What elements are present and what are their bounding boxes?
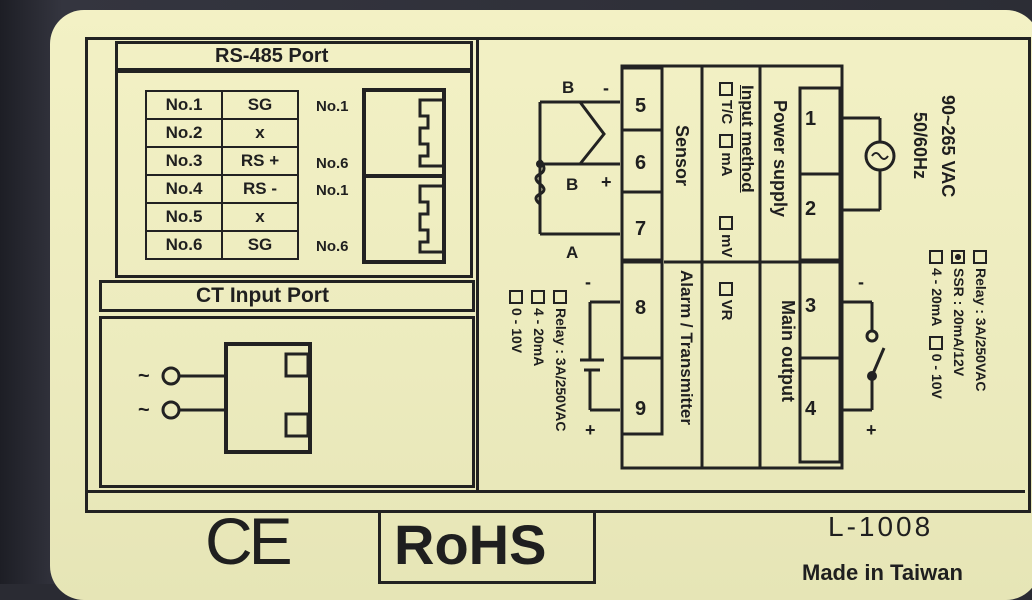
terminal-number: 7 [635,218,647,240]
input-method-label: Input method [738,85,757,193]
ct-tilde: ~ [138,365,150,387]
rohs-box [378,510,596,584]
alarm-label: Alarm / Transmitter [677,270,696,425]
terminal-number: 3 [805,295,817,317]
jack-label: No.1 [316,98,349,115]
rs485-sig-cell: SG [221,90,299,120]
main-output-label: Main output [778,300,798,402]
jack-label: No.1 [316,182,349,199]
output-plus: + [866,420,877,440]
sensor-b-top: B [562,78,575,97]
vr-checkbox: VR [718,281,735,321]
rj45-jack-icon [362,88,446,264]
rs485-no-cell: No.5 [145,202,223,232]
alarm-voltage-option: 0 - 10V [506,290,528,431]
ssr-option: SSR : 20mA/12V [948,250,970,399]
wiring-diagram [534,64,896,470]
terminal-number: 5 [635,95,647,117]
ma-checkbox: mA [718,134,735,176]
terminal-number: 1 [805,108,817,130]
rs485-no-cell: No.4 [145,174,223,204]
sensor-b-mid: B [566,175,579,194]
terminal-number: 2 [805,198,817,220]
rs485-no-cell: No.6 [145,230,223,260]
alarm-plus: + [585,420,596,440]
alarm-options: Relay : 3A/250VAC 4 - 20mA 0 - 10V [506,290,572,431]
rs485-sig-cell: RS - [221,174,299,204]
voltage-label: 90~265 VAC [938,95,958,198]
alarm-current-option: 4 - 20mA [528,290,550,431]
rs485-sig-cell: x [221,202,299,232]
rs485-sig-cell: RS + [221,146,299,176]
jack-label: No.6 [316,238,349,255]
sensor-plus: + [601,172,612,192]
rs485-title-box [115,41,473,71]
sensor-a: A [566,243,579,262]
rs485-no-cell: No.2 [145,118,223,148]
input-method-options: T/C mA mV VR [718,82,735,321]
terminal-number: 9 [635,398,647,420]
terminal-number: 6 [635,152,647,174]
terminal-number: 8 [635,297,647,319]
ct-tilde: ~ [138,399,150,421]
ct-connector-icon [161,342,312,454]
origin-text: Made in Taiwan [802,560,963,585]
ct-title-box [99,280,475,312]
alarm-relay-option: Relay : 3A/250VAC [550,290,572,431]
rs485-title: RS-485 Port [215,45,329,67]
rohs-mark: RoHS [394,513,547,576]
tc-checkbox: T/C [718,82,735,124]
sensor-minus: - [603,78,609,98]
rs485-sig-cell: x [221,118,299,148]
mv-checkbox: mV [718,216,735,257]
current-option: 4 - 20mA 0 - 10V [926,250,948,399]
rs485-no-cell: No.3 [145,146,223,176]
output-minus: - [858,272,864,292]
rs485-sig-cell: SG [221,230,299,260]
section-divider [476,40,479,492]
frequency-label: 50/60Hz [910,112,930,180]
rs485-no-cell: No.1 [145,90,223,120]
terminal-number: 4 [805,398,817,420]
relay-option: Relay : 3A/250VAC [970,250,992,399]
sensor-label: Sensor [672,125,692,187]
rs485-section [115,70,473,278]
ce-mark: CE [205,504,293,578]
alarm-minus: - [585,272,591,292]
power-supply-label: Power supply [770,100,790,218]
ct-section [99,316,475,488]
footer-divider [88,490,1025,493]
ct-title: CT Input Port [196,284,329,307]
model-number: L-1008 [828,511,934,542]
jack-label: No.6 [316,155,349,172]
main-output-options: Relay : 3A/250VAC SSR : 20mA/12V 4 - 20m… [926,250,992,399]
